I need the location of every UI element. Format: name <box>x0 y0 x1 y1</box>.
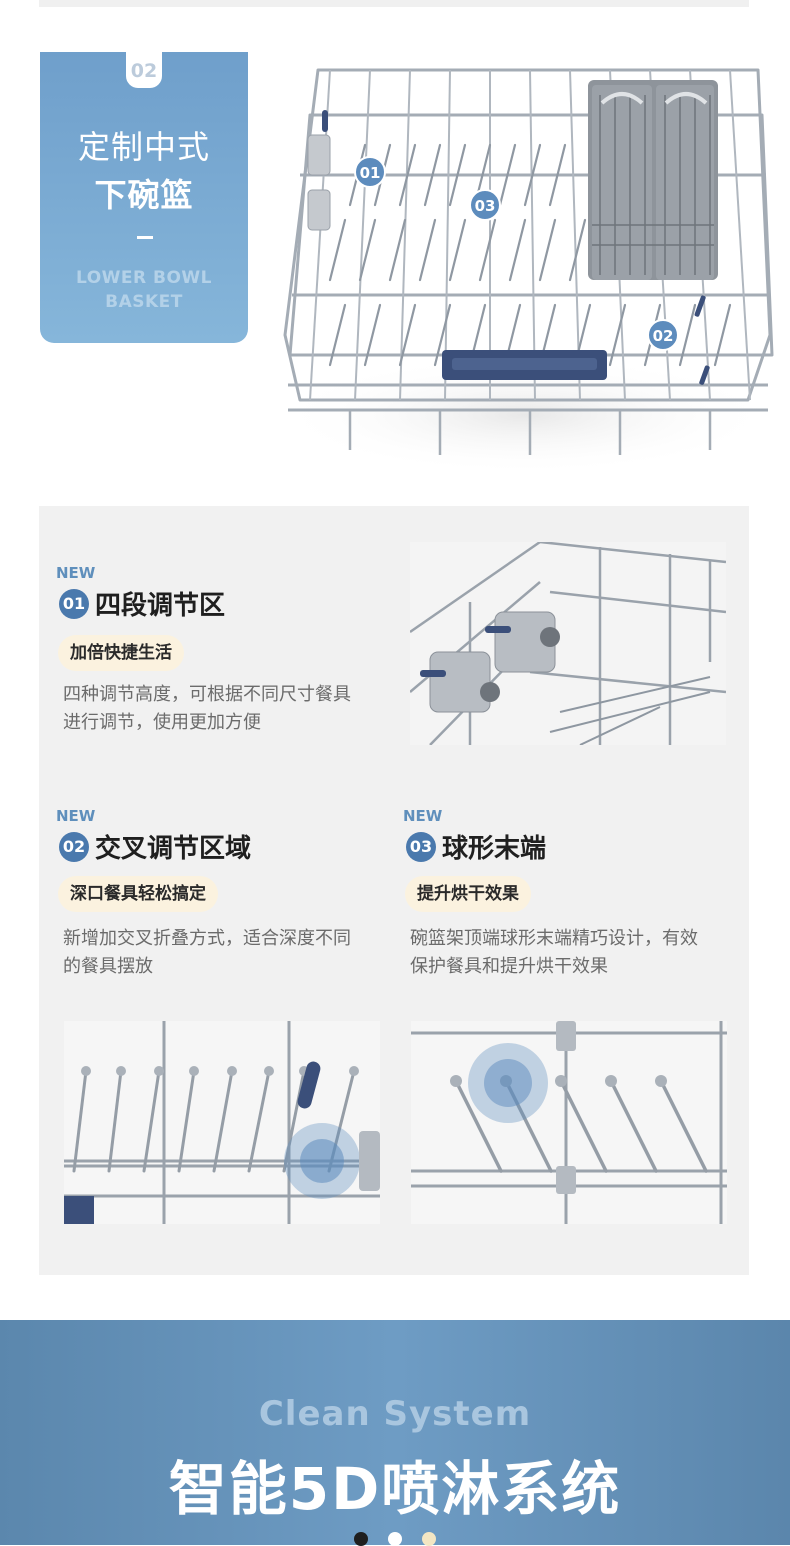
basket-marker-03: 03 <box>475 197 496 215</box>
feature-number-badge-1: 01 <box>59 588 89 619</box>
feature-desc-2-line2: 的餐具摆放 <box>63 956 153 977</box>
feature-title-1: 01 四段调节区 <box>59 585 225 622</box>
top-divider-strip <box>39 0 749 7</box>
feature-desc-3-line2: 保护餐具和提升烘干效果 <box>410 956 608 977</box>
section-number-badge: 02 <box>126 52 162 88</box>
feature-desc-2-line1: 新增加交叉折叠方式，适合深度不同 <box>63 928 351 949</box>
indicator-dot-2 <box>388 1532 402 1546</box>
height-adjust-photo <box>410 542 726 745</box>
indicator-dot-3 <box>422 1532 436 1546</box>
feature-title-3: 03 球形末端 <box>406 828 546 865</box>
feature-title-text-3: 球形末端 <box>442 834 547 864</box>
english-line1: LOWER BOWL <box>75 268 213 288</box>
banner-english-title: Clean System <box>258 1394 532 1434</box>
feature-desc-1-line1: 四种调节高度，可根据不同尺寸餐具 <box>63 684 351 705</box>
cross-fold-photo <box>64 1021 380 1224</box>
feature-number-badge-3: 03 <box>406 831 436 862</box>
indicator-dot-1 <box>354 1532 368 1546</box>
feature-pill-1: 加倍快捷生活 <box>58 635 184 671</box>
feature-title-2: 02 交叉调节区域 <box>59 828 251 865</box>
feature-pill-3: 提升烘干效果 <box>405 876 531 912</box>
section-tag-card: 02 定制中式 下碗篮 LOWER BOWL BASKET <box>40 52 248 343</box>
section-title-english: LOWER BOWL BASKET <box>40 266 248 314</box>
feature-number-badge-2: 02 <box>59 831 89 862</box>
feature-desc-1-line2: 进行调节，使用更加方便 <box>63 712 261 733</box>
ball-end-photo <box>411 1021 727 1224</box>
basket-marker-01: 01 <box>360 164 381 182</box>
section-title-line1: 定制中式 <box>77 128 210 166</box>
basket-marker-02: 02 <box>653 327 674 345</box>
lower-basket-illustration: 01 03 02 <box>275 68 775 470</box>
title-dash <box>137 236 153 239</box>
new-label-2: NEW <box>56 807 96 825</box>
feature-desc-3-line1: 碗篮架顶端球形末端精巧设计，有效 <box>410 928 698 949</box>
feature-desc-3: 碗篮架顶端球形末端精巧设计，有效 保护餐具和提升烘干效果 <box>410 925 698 981</box>
new-label-3: NEW <box>403 807 443 825</box>
section-title-line2: 下碗篮 <box>94 176 194 214</box>
english-line2: BASKET <box>105 292 183 312</box>
feature-title-text-1: 四段调节区 <box>95 591 226 621</box>
new-label-1: NEW <box>56 564 96 582</box>
feature-pill-2: 深口餐具轻松搞定 <box>58 876 218 912</box>
banner-chinese-title: 智能5D喷淋系统 <box>168 1455 622 1523</box>
feature-desc-2: 新增加交叉折叠方式，适合深度不同 的餐具摆放 <box>63 925 351 981</box>
feature-title-text-2: 交叉调节区域 <box>95 834 252 864</box>
clean-system-banner: Clean System 智能5D喷淋系统 <box>0 1320 790 1546</box>
feature-desc-1: 四种调节高度，可根据不同尺寸餐具 进行调节，使用更加方便 <box>63 681 351 737</box>
